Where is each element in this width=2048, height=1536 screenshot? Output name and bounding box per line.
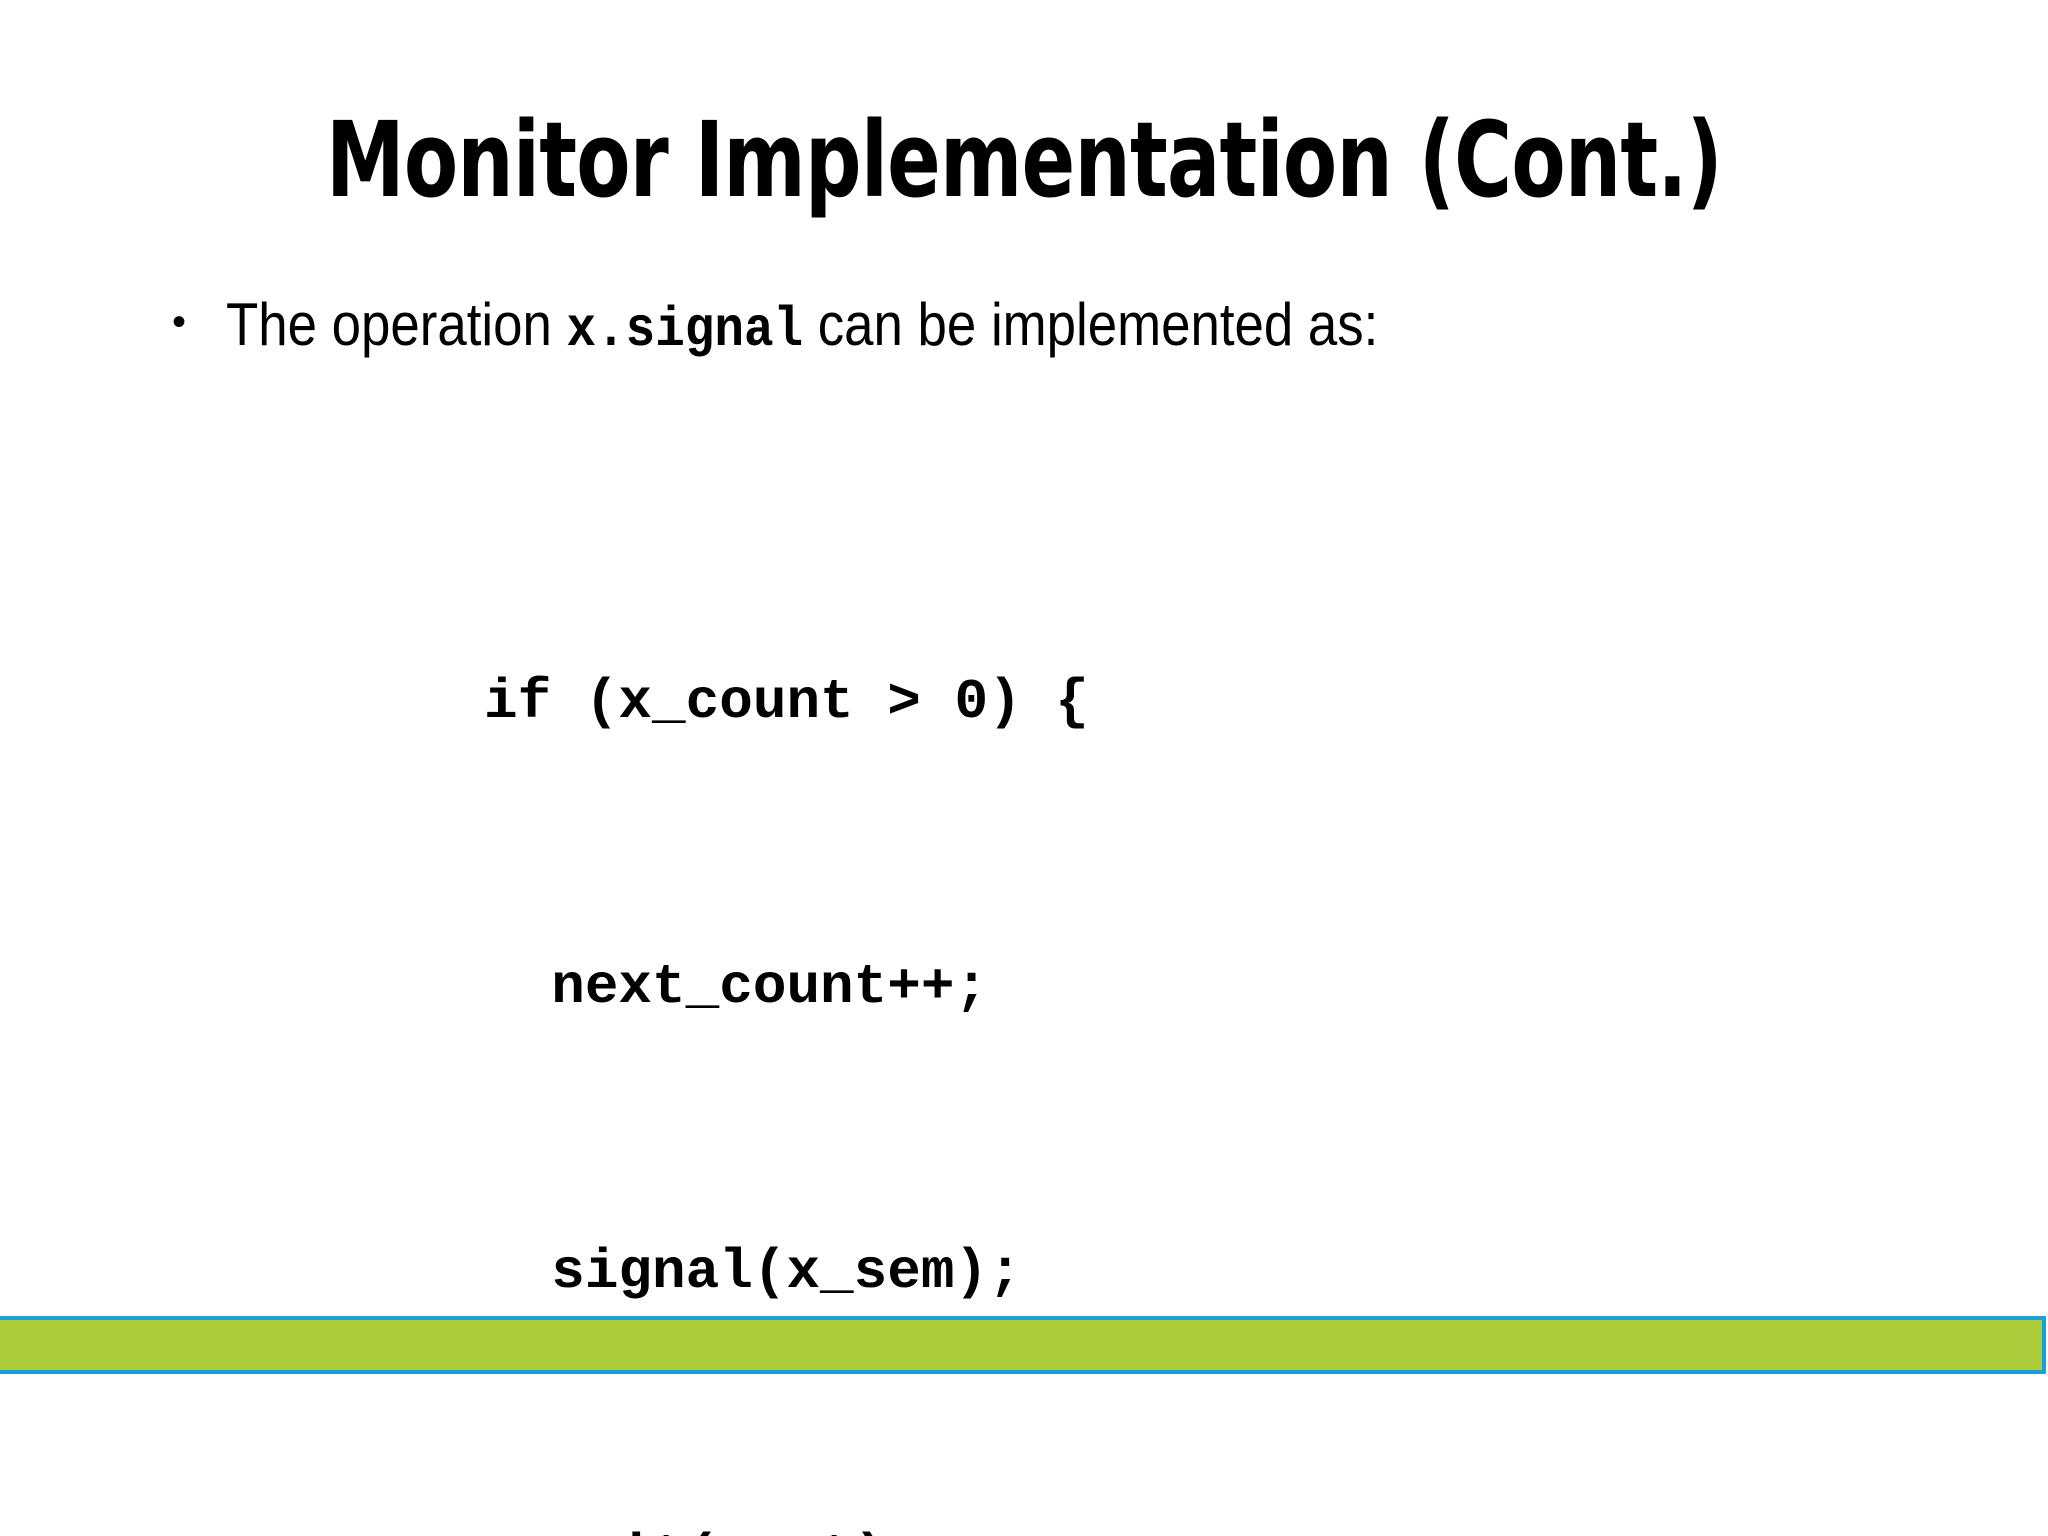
slide-body: • The operation x.signal can be implemen… <box>0 290 2048 1536</box>
inline-code-x-signal: x.signal <box>566 298 804 362</box>
bottom-decorative-bar <box>0 1316 2046 1374</box>
bullet-item: • The operation x.signal can be implemen… <box>160 290 1960 362</box>
code-line: next_count++; <box>484 955 989 1019</box>
bullet-marker-icon: • <box>172 300 187 344</box>
code-block: if (x_count > 0) { next_count++; signal(… <box>484 465 1089 1536</box>
code-line: signal(x_sem); <box>484 1240 1022 1304</box>
code-line: if (x_count > 0) { <box>484 670 1089 734</box>
bullet-text: The operation x.signal can be implemente… <box>226 290 1752 362</box>
code-line: wait(next); <box>484 1510 1089 1536</box>
bullet-lead-text: The operation <box>226 291 567 358</box>
bullet-trail-text: can be implemented as: <box>803 291 1379 358</box>
page-title: Monitor Implementation (Cont.) <box>325 98 1723 221</box>
